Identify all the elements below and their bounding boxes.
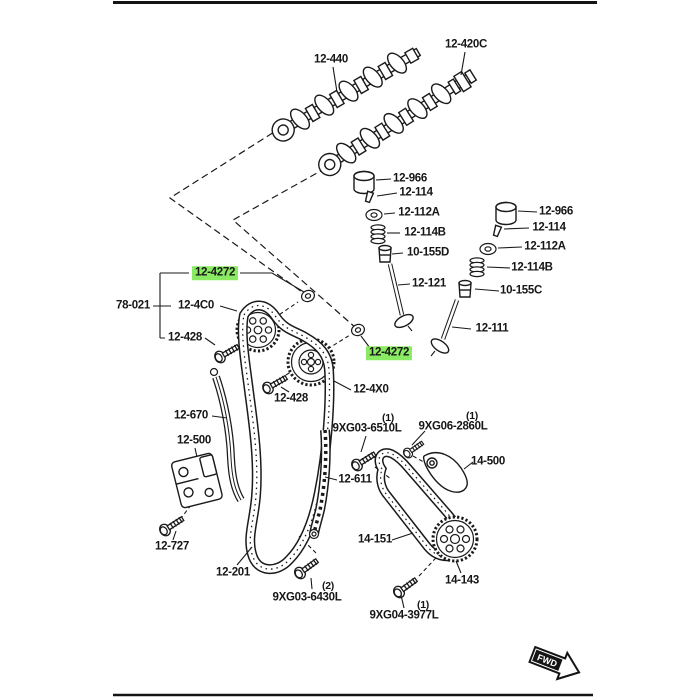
- part-label-12-500-22: 12-500: [176, 434, 212, 447]
- valve-icon: [430, 299, 460, 357]
- fwd-arrow-icon: FWD: [528, 645, 581, 681]
- chain-tensioner-icon: [170, 452, 223, 509]
- washer-icon: [300, 289, 316, 303]
- pump-sprocket-icon: [431, 515, 479, 563]
- part-label-12-114-3: 12-114: [399, 186, 433, 199]
- part-label-12-966-2: 12-966: [392, 172, 428, 185]
- part-label-12-727-23: 12-727: [154, 540, 190, 553]
- part-label-14-143-34: 14-143: [444, 574, 480, 587]
- part-label-12-440-0: 12-440: [313, 53, 349, 66]
- chain-guide-icon: [209, 367, 245, 503]
- timing-chain-icon: [237, 300, 335, 574]
- part-label-1-35: (1): [417, 598, 429, 611]
- part-label-10-155D-6: 10-155D: [406, 246, 450, 259]
- part-label-9XG03-6510L-29: 9XG03-6510L: [332, 422, 402, 435]
- part-label-12-114B-11: 12-114B: [511, 261, 553, 274]
- part-label-12-966-8: 12-966: [538, 205, 574, 218]
- part-label-2-26: (2): [322, 579, 334, 592]
- washer-icon: [350, 323, 366, 337]
- part-label-12-4272-14: 12-4272: [191, 266, 239, 280]
- valve-parts-column-a: [353, 170, 414, 332]
- part-label-12-112A-10: 12-112A: [524, 240, 566, 253]
- leader-lines: [153, 51, 538, 609]
- part-label-12-114B-5: 12-114B: [404, 226, 446, 239]
- part-label-12-611-24: 12-611: [338, 473, 372, 486]
- part-label-14-151-33: 14-151: [357, 533, 393, 546]
- part-label-12-4C0-16: 12-4C0: [178, 299, 214, 312]
- part-label-12-112A-4: 12-112A: [398, 206, 440, 219]
- camshaft-icon: [318, 68, 478, 177]
- part-label-12-111-13: 12-111: [475, 322, 509, 335]
- part-label-1-28: (1): [382, 411, 394, 424]
- part-label-12-670-21: 12-670: [173, 409, 209, 422]
- part-label-78-021-15: 78-021: [115, 299, 151, 312]
- part-label-9XG06-2860L-31: 9XG06-2860L: [418, 420, 488, 433]
- valve-parts-column-b: [430, 201, 517, 357]
- secondary-tensioner-arm-icon: [422, 451, 468, 493]
- part-label-12-4272-18: 12-4272: [365, 346, 413, 360]
- camshaft-icon: [271, 47, 422, 142]
- part-label-14-500-32: 14-500: [470, 455, 506, 468]
- part-label-12-201-25: 12-201: [215, 566, 251, 579]
- part-label-12-428-17: 12-428: [167, 331, 203, 344]
- part-label-12-114-9: 12-114: [532, 221, 566, 234]
- part-label-12-121-7: 12-121: [411, 277, 447, 290]
- part-label-12-4X0-19: 12-4X0: [353, 383, 389, 396]
- part-label-1-30: (1): [466, 409, 478, 422]
- part-label-9XG03-6430L-27: 9XG03-6430L: [272, 591, 342, 604]
- part-label-9XG04-3977L-36: 9XG04-3977L: [369, 609, 439, 622]
- part-label-10-155C-12: 10-155C: [499, 284, 543, 297]
- valve-icon: [387, 263, 414, 332]
- part-label-12-428-20: 12-428: [273, 392, 309, 405]
- tensioner-arm-icon: [308, 429, 331, 540]
- part-label-12-420C-1: 12-420C: [444, 38, 488, 51]
